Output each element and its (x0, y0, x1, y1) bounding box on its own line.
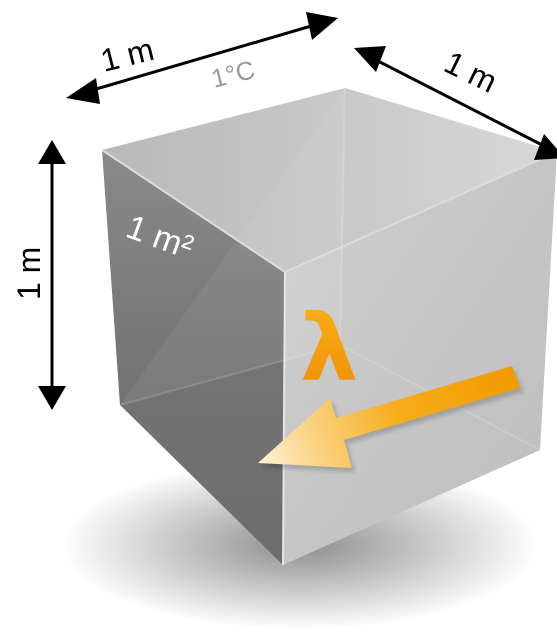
dimension-arrow-left (38, 140, 66, 410)
left-height-label: 1 m (11, 247, 47, 300)
top-width-label: 1 m (97, 31, 157, 79)
dimension-arrow-top (66, 12, 338, 104)
cube-hidden-edge-vertical (339, 87, 346, 346)
cube-left-face (102, 150, 285, 565)
lambda-symbol: λ (300, 295, 358, 402)
right-depth-label: 1 m (439, 44, 503, 100)
cube-inner-back-face (120, 88, 345, 405)
cube-top-edge (101, 149, 557, 274)
cube-top-face (102, 88, 557, 272)
cube-front-edge (282, 271, 286, 566)
temperature-label: 1°C (208, 54, 258, 94)
heat-flow-arrow-icon (258, 366, 523, 472)
cube-hidden-edge-left (119, 344, 341, 406)
dimension-arrow-right (354, 46, 557, 160)
